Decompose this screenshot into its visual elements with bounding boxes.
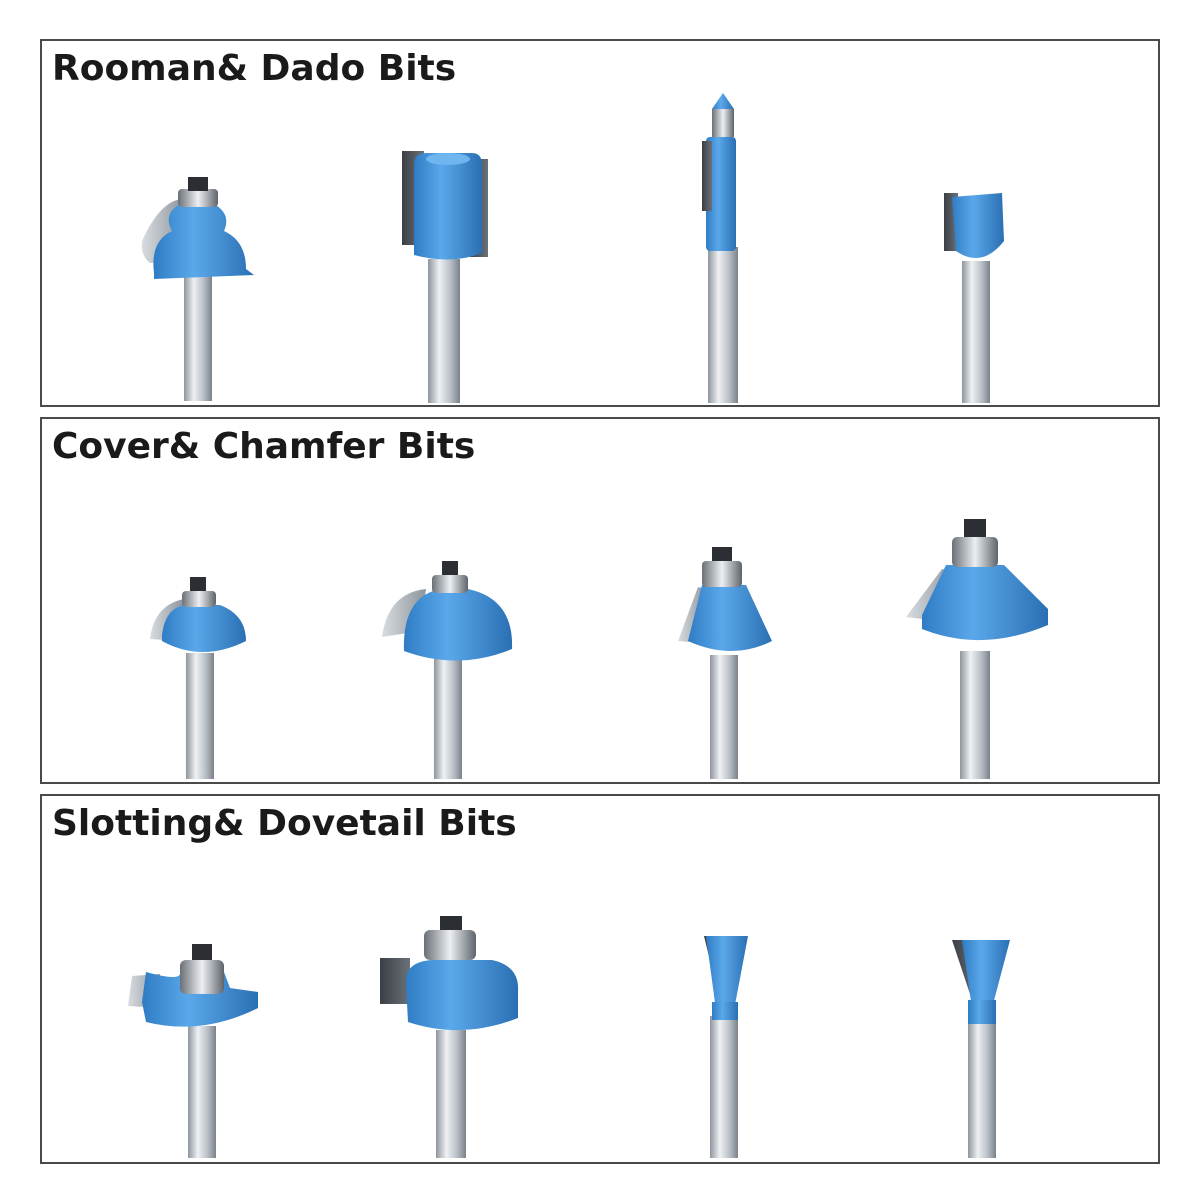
slotting-cutter-bit-icon xyxy=(128,944,258,1158)
section-slotting-dovetail: Slotting& Dovetail Bits xyxy=(40,794,1160,1164)
roman-ogee-bit-icon xyxy=(141,177,254,401)
section-cover-chamfer: Cover& Chamfer Bits xyxy=(40,417,1160,784)
section-title: Rooman& Dado Bits xyxy=(52,48,457,89)
small-round-over-bit-icon xyxy=(150,577,246,779)
section-roman-dado: Rooman& Dado Bits xyxy=(40,39,1160,407)
section-title: Slotting& Dovetail Bits xyxy=(52,803,517,844)
section-title: Cover& Chamfer Bits xyxy=(52,426,476,467)
